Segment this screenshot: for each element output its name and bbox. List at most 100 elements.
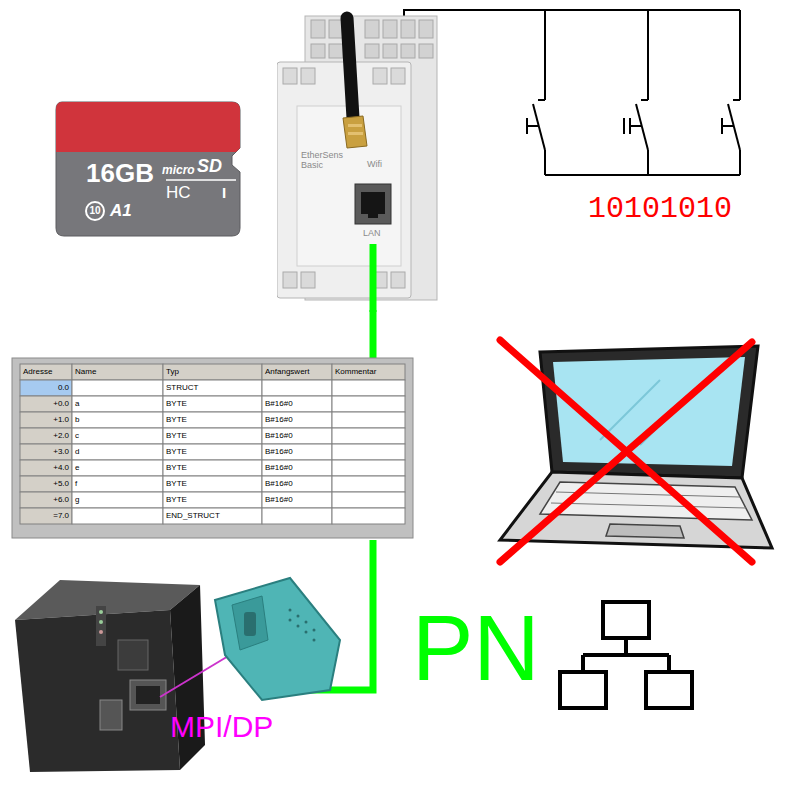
table-cell (72, 364, 163, 380)
table-cell (262, 380, 332, 396)
ethersens-housing (419, 20, 433, 38)
table-cell-text: B#16#0 (265, 431, 329, 441)
table-cell (72, 460, 163, 476)
table-cell (332, 444, 405, 460)
ethersens-housing (373, 68, 387, 84)
network-icon (560, 672, 606, 708)
table-cell-text: BYTE (166, 463, 259, 473)
plc-cpu (100, 700, 122, 730)
ethersens-housing (283, 272, 297, 288)
ethersens-housing (311, 20, 433, 58)
plc-cpu (99, 620, 103, 624)
table-cell-text: e (75, 463, 160, 473)
port-label: LAN (363, 229, 381, 238)
sd-card (56, 102, 240, 236)
table-cell (262, 444, 332, 460)
logo-text: micro (162, 164, 195, 176)
switch-circuit (641, 99, 648, 101)
table-cell-text: +6.0 (23, 495, 69, 505)
laptop-icon (500, 472, 772, 548)
switch-circuit (739, 150, 741, 175)
table-cell (163, 428, 262, 444)
profinet-adapter (297, 615, 300, 618)
table-cell (262, 412, 332, 428)
ethersens-housing (355, 184, 391, 224)
bit-pattern: 10101010 (588, 194, 732, 224)
logo-text: I (222, 185, 226, 200)
switch-circuit (404, 10, 740, 175)
table-cell (332, 492, 405, 508)
logo-text: SD (197, 157, 222, 175)
table-cell-text: END_STRUCT (166, 511, 259, 521)
sd-card (56, 102, 240, 236)
ethersens-housing (311, 20, 325, 38)
switch-circuit (404, 10, 740, 16)
table-cell-text: +4.0 (23, 463, 69, 473)
table-cell (72, 380, 163, 396)
switch-circuit (629, 118, 631, 134)
table-cell-text: +1.0 (23, 415, 69, 425)
table-cell-text: B#16#0 (265, 479, 329, 489)
table-cell (72, 444, 163, 460)
switch-circuit (721, 118, 723, 134)
ethersens-housing (370, 244, 377, 312)
sd-card (86, 202, 104, 220)
plc-cpu (118, 640, 148, 670)
table-cell (163, 380, 262, 396)
table-cell-text: B#16#0 (265, 415, 329, 425)
device-name: EtherSens Basic (301, 150, 353, 170)
ethersens-housing (347, 18, 353, 118)
ethersens-housing (368, 214, 378, 218)
switch-circuit (647, 10, 649, 100)
profinet-adapter (289, 609, 292, 612)
table-cell (20, 428, 72, 444)
table-cell-text: B#16#0 (265, 495, 329, 505)
plc-cpu (136, 686, 160, 704)
table-cell-text: B#16#0 (265, 463, 329, 473)
switch-circuit (544, 10, 546, 100)
switch-circuit (526, 118, 528, 134)
table-cell-text: B#16#0 (265, 447, 329, 457)
network-icon (603, 602, 649, 638)
table-cell (72, 396, 163, 412)
profinet-adapter (244, 612, 256, 636)
table-cell-text: BYTE (166, 415, 259, 425)
table-cell (262, 476, 332, 492)
table-cell (163, 364, 262, 380)
ethersens-housing (383, 20, 397, 38)
table-cell (72, 476, 163, 492)
profinet-adapter (289, 619, 292, 622)
switch-circuit (647, 150, 649, 175)
table-cell (332, 396, 405, 412)
table-cell (332, 380, 405, 396)
table-cell (332, 364, 405, 380)
cross-out (500, 340, 752, 562)
profinet-adapter (305, 631, 308, 634)
network-icon (624, 638, 628, 655)
table-cell (20, 508, 72, 524)
ethersens-housing (343, 116, 367, 148)
profinet-adapter (305, 621, 308, 624)
sd-card (56, 102, 240, 152)
table-cell (163, 492, 262, 508)
ethersens-housing (277, 62, 411, 298)
logo-text: HC (166, 184, 191, 201)
capacity-text: 16GB (86, 160, 154, 186)
table-cell-text: +3.0 (23, 447, 69, 457)
table-cell (20, 412, 72, 428)
table-cell (262, 492, 332, 508)
table-cell (20, 476, 72, 492)
table-cell (72, 508, 163, 524)
table-cell-text: BYTE (166, 495, 259, 505)
switch-circuit (722, 125, 734, 127)
table-cell-text: Anfangswert (265, 367, 329, 377)
table-cell (332, 460, 405, 476)
data-block-table (12, 358, 413, 538)
ethersens-housing (283, 68, 405, 288)
table-cell-text: STRUCT (166, 383, 259, 393)
table-cell (72, 428, 163, 444)
table-cell (20, 364, 72, 380)
network-icon (583, 653, 669, 657)
table-cell (72, 412, 163, 428)
